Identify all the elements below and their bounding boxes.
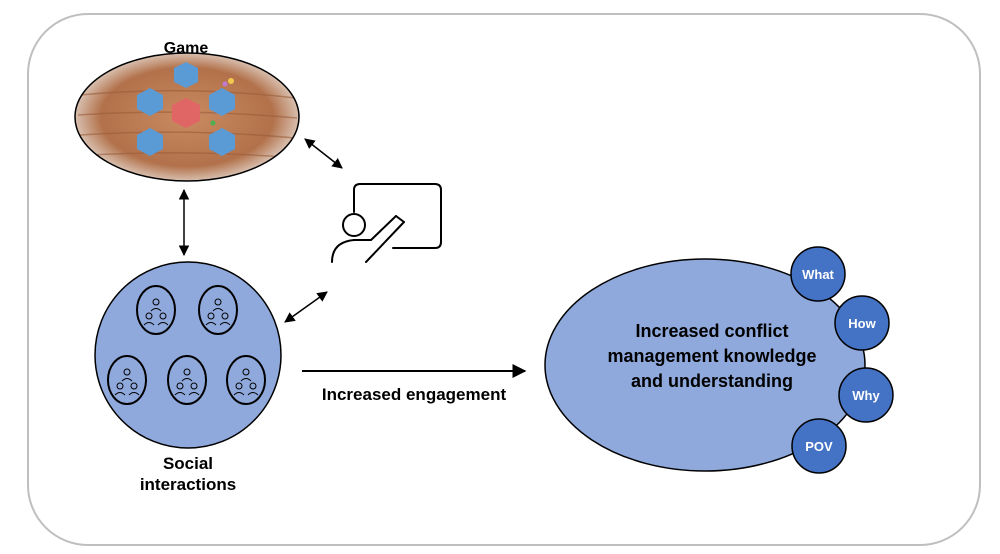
bubble-pov-label: POV bbox=[805, 439, 833, 454]
bubble-how: How bbox=[834, 295, 890, 351]
presenter-icon bbox=[331, 183, 442, 263]
outcome-label-line2: management knowledge bbox=[607, 346, 816, 366]
outcome-node bbox=[544, 258, 866, 472]
group-icon bbox=[107, 285, 266, 405]
bubble-how-label: How bbox=[848, 316, 876, 331]
bubble-why: Why bbox=[838, 367, 894, 423]
bubble-what-label: What bbox=[802, 267, 834, 282]
social-interactions-node bbox=[94, 261, 282, 449]
engagement-label: Increased engagement bbox=[322, 385, 507, 404]
social-label-line1: Social bbox=[163, 454, 213, 473]
outer-frame bbox=[27, 13, 981, 546]
outcome-label-line3: and understanding bbox=[631, 371, 793, 391]
game-board-illustration bbox=[74, 52, 300, 182]
arrow-social-presenter bbox=[284, 291, 328, 323]
bubble-why-label: Why bbox=[852, 388, 880, 403]
outcome-label-line1: Increased conflict bbox=[635, 321, 788, 341]
arrow-game-presenter bbox=[304, 138, 343, 169]
social-label-line2: interactions bbox=[140, 475, 236, 494]
bubble-pov: POV bbox=[791, 418, 847, 474]
bubble-what: What bbox=[790, 246, 846, 302]
